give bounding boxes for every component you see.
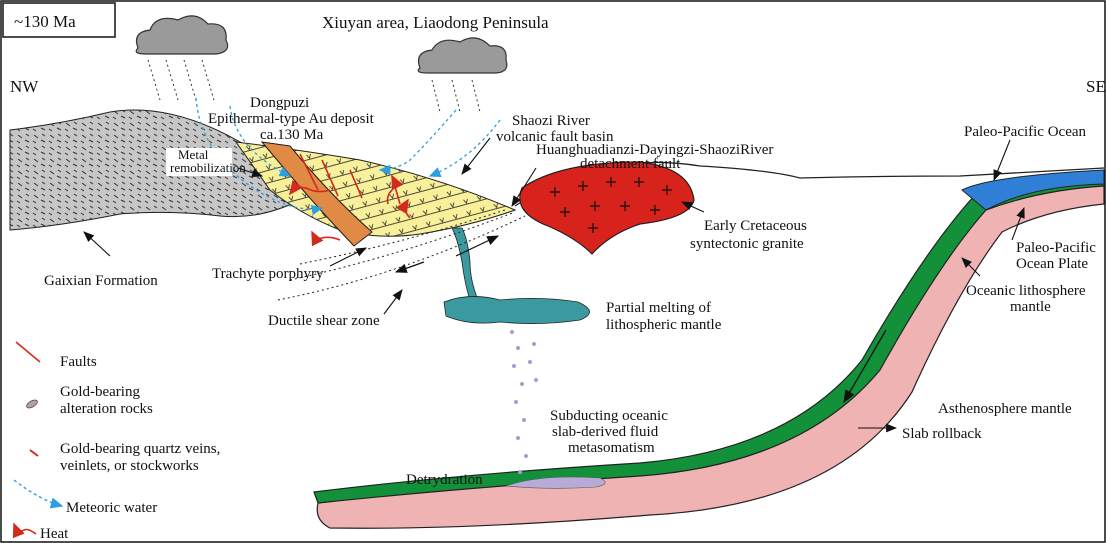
- figure-title: Xiuyan area, Liaodong Peninsula: [322, 13, 549, 32]
- deposit-label-2: Epithermal-type Au deposit: [208, 111, 375, 127]
- gaixian-label: Gaixian Formation: [44, 273, 158, 289]
- direction-se: SE: [1086, 77, 1106, 96]
- legend-vein-icon: [30, 450, 38, 456]
- deposit-label-1: Dongpuzi: [250, 95, 309, 111]
- legend: Faults Gold-bearing alteration rocks Gol…: [14, 342, 220, 542]
- rain-left: [148, 60, 214, 100]
- cloud-left-icon: [136, 16, 227, 54]
- remob-label-2: remobilization: [170, 160, 246, 175]
- plate-label-1: Paleo-Pacific: [1016, 240, 1096, 256]
- slab-fluid-label-3: metasomatism: [568, 440, 655, 456]
- legend-veins-1: Gold-bearing quartz veins,: [60, 441, 220, 457]
- legend-alteration-icon: [25, 398, 38, 409]
- fluid-droplets: [510, 330, 538, 474]
- rollback-label: Slab rollback: [902, 426, 982, 442]
- lith-mantle-label-1: Oceanic lithosphere: [966, 283, 1086, 299]
- legend-fault-icon: [16, 342, 40, 362]
- cloud-right-icon: [418, 38, 507, 73]
- legend-faults: Faults: [60, 354, 97, 370]
- deposit-label-3: ca.130 Ma: [260, 127, 324, 143]
- slab-fluid-label-2: slab-derived fluid: [552, 424, 659, 440]
- legend-alteration-2: alteration rocks: [60, 401, 153, 417]
- ocean-label: Paleo-Pacific Ocean: [964, 124, 1087, 140]
- granite-label-1: Early Cretaceous: [704, 218, 807, 234]
- legend-veins-2: veinlets, or stockworks: [60, 458, 199, 474]
- melting-label-2: lithospheric mantle: [606, 317, 722, 333]
- lith-mantle-label-2: mantle: [1010, 299, 1051, 315]
- direction-nw: NW: [10, 77, 39, 96]
- plate-label-2: Ocean Plate: [1016, 256, 1088, 272]
- legend-heat-icon: [14, 524, 36, 534]
- fault-label-2: detachment fault: [580, 156, 681, 172]
- asthenosphere-label: Asthenosphere mantle: [938, 401, 1072, 417]
- legend-alteration-1: Gold-bearing: [60, 384, 140, 400]
- dehydration-label: Detrydration: [406, 472, 483, 488]
- trachyte-label: Trachyte porphyry: [212, 266, 324, 282]
- legend-heat: Heat: [40, 526, 69, 542]
- basin-label-1: Shaozi River: [512, 113, 590, 129]
- partial-melting-body: [444, 296, 590, 323]
- melting-label-1: Partial melting of: [606, 300, 711, 316]
- legend-meteoric-icon: [14, 480, 62, 506]
- slab-fluid-label-1: Subducting oceanic: [550, 408, 668, 424]
- syntectonic-granite-body: [520, 162, 694, 254]
- rain-right: [432, 80, 480, 112]
- legend-meteoric: Meteoric water: [66, 500, 157, 516]
- age-label: ~130 Ma: [14, 12, 76, 31]
- granite-label-2: syntectonic granite: [690, 236, 804, 252]
- shear-label: Ductile shear zone: [268, 313, 380, 329]
